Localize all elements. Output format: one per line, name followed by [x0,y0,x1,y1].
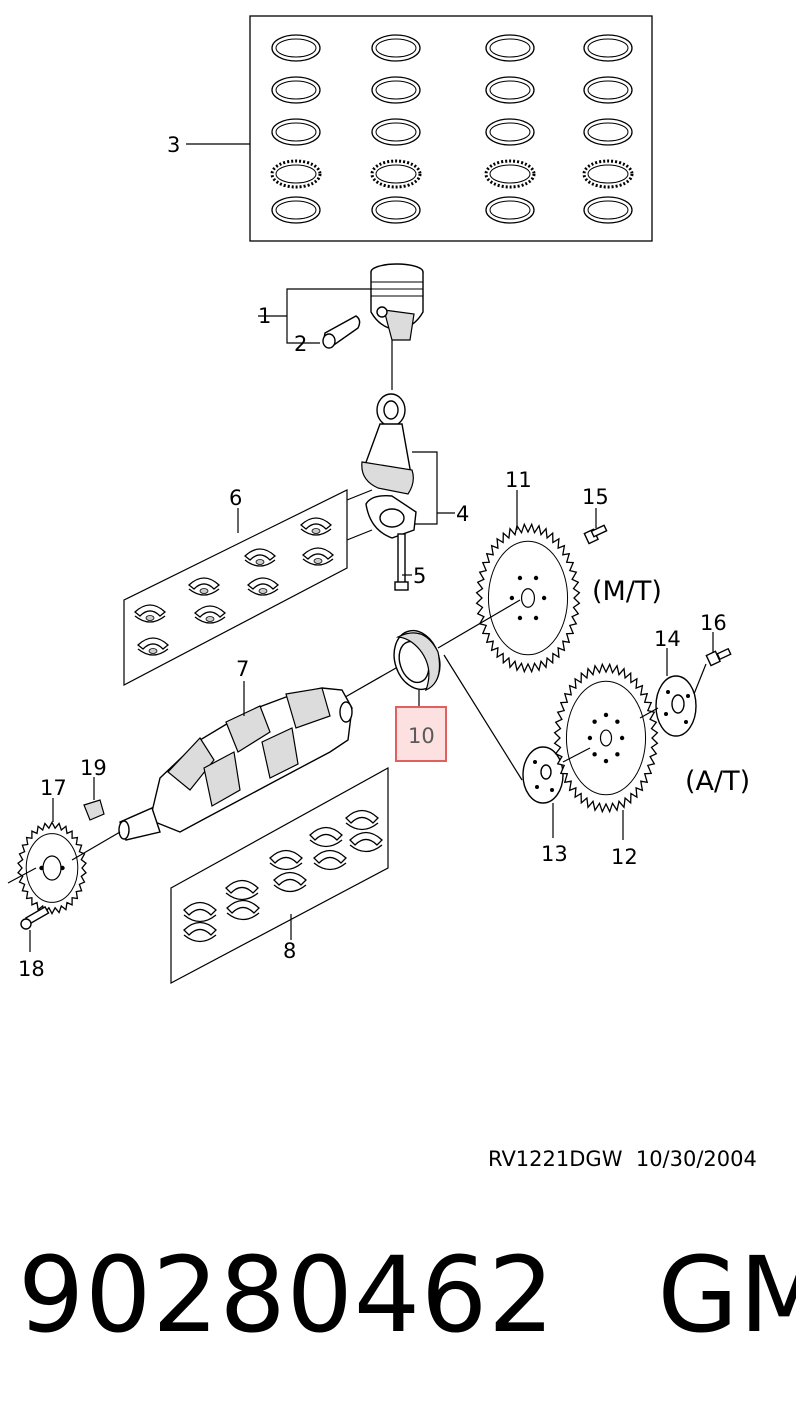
callout-3: 3 [167,133,180,157]
flywheel-mt-icon [475,522,581,674]
rear-oil-seal-icon [393,629,441,692]
part-number-line: 90280462 GM [18,1238,796,1352]
ring-set-box [249,15,653,242]
piston-ring-icon [370,159,422,189]
main-bearing-shell-icon [309,826,343,848]
piston-icon [370,263,424,341]
main-bearing-shell-icon [273,871,307,893]
callout-17: 17 [40,776,67,800]
rod-bolt-icon [394,533,409,591]
variant-automatic-label: (A/T) [685,766,750,797]
callout-10: 10 [408,724,435,748]
main-bearing-shell-icon [345,809,379,831]
drawing-date: 10/30/2004 [635,1147,757,1171]
piston-ring-icon [485,196,535,224]
piston-ring-icon [271,76,321,104]
piston-ring-icon [485,76,535,104]
piston-ring-icon [371,118,421,146]
rod-bearing-shell-icon [302,547,334,566]
rod-bearing-shell-icon [134,604,166,623]
callout-7: 7 [236,657,249,681]
callout-15: 15 [582,485,609,509]
piston-ring-icon [583,34,633,62]
main-bearings-grid [183,809,383,943]
callout-5: 5 [413,564,426,588]
piston-pin-icon [322,315,361,349]
callout-8: 8 [283,939,296,963]
callout-14: 14 [654,627,681,651]
callout-19: 19 [80,756,107,780]
callout-13: 13 [541,842,568,866]
drawing-reference-code: RV1221DGW [488,1147,623,1171]
piston-rings-grid [270,34,634,224]
exploded-parts-diagram: 3 1 2 4 5 6 11 (M/T) [7,15,750,984]
drive-plate-bolt-icon [705,647,732,667]
piston-ring-icon [371,76,421,104]
callout-1: 1 [258,304,271,328]
piston-ring-icon [371,196,421,224]
main-bearing-shell-icon [349,831,383,853]
piston-ring-icon [583,76,633,104]
main-bearing-shell-icon [226,899,260,921]
piston-ring-icon [583,196,633,224]
brand-name: GM [657,1234,796,1356]
callout-16: 16 [700,611,727,635]
rod-bearing-shell-icon [300,517,332,536]
drive-plate-icon [655,675,697,737]
main-bearing-shell-icon [313,849,347,871]
callout-2: 2 [294,332,307,356]
piston-ring-icon [271,118,321,146]
callout-18: 18 [18,957,45,981]
crank-sprocket-icon [17,821,87,915]
main-bearing-box [170,766,389,984]
piston-ring-icon [583,118,633,146]
piston-ring-icon [271,34,321,62]
main-bearing-shell-icon [183,921,217,943]
connecting-rod-icon [361,393,417,539]
flywheel-bolt-icon [583,524,608,545]
sprocket-bolt-icon [20,905,50,930]
callout-11: 11 [505,468,532,492]
piston-ring-icon [270,159,322,189]
rod-bearing-shell-icon [247,577,279,596]
piston-ring-icon [271,196,321,224]
rod-bearing-shell-icon [194,605,226,624]
woodruff-key-icon [83,799,105,821]
variant-manual-label: (M/T) [592,576,662,607]
callout-10-highlight[interactable] [395,706,447,762]
rod-bearing-shell-icon [137,637,169,656]
drawing-reference: RV1221DGW 10/30/2004 [488,1147,757,1171]
callout-12: 12 [611,845,638,869]
piston-ring-icon [485,118,535,146]
flexplate-at-icon [553,662,659,814]
piston-ring-icon [582,159,634,189]
rod-bearings-grid [134,517,334,656]
main-bearing-shell-icon [269,849,303,871]
flexplate-adapter-icon [522,746,564,804]
rod-bearing-shell-icon [188,577,220,596]
rod-bearing-box [123,489,348,686]
main-bearing-shell-icon [183,901,217,923]
callout-4: 4 [456,502,469,526]
piston-ring-icon [371,34,421,62]
crankshaft-icon [118,687,353,841]
piston-ring-icon [485,34,535,62]
main-bearing-shell-icon [225,879,259,901]
piston-ring-icon [484,159,536,189]
rod-bearing-shell-icon [244,548,276,567]
callout-6: 6 [229,486,242,510]
part-number: 90280462 [18,1234,556,1356]
